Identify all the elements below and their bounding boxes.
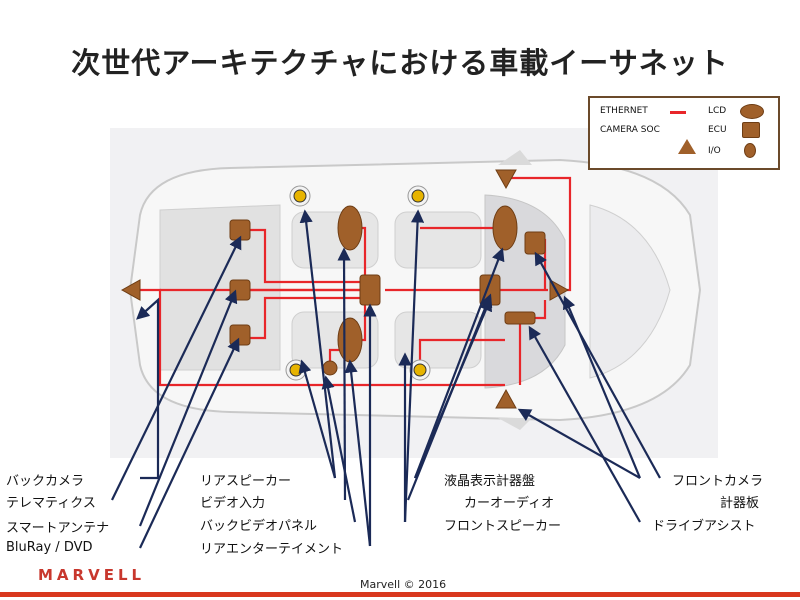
front-lcd xyxy=(492,205,518,251)
legend-ethernet-label: ETHERNET xyxy=(600,106,648,116)
label-lcd-instrument: 液晶表示計器盤 xyxy=(444,474,536,489)
footer-accent-bar xyxy=(0,592,800,597)
rear-ecu-3 xyxy=(229,324,251,346)
label-smart-antenna: スマートアンテナ xyxy=(6,521,110,536)
label-drive-assist: ドライブアシスト xyxy=(652,519,756,534)
label-bluray-dvd: BluRay / DVD xyxy=(6,540,93,555)
label-telematics: テレマティクス xyxy=(6,496,96,511)
front-right-speaker xyxy=(409,359,431,381)
rear-left-speaker xyxy=(289,185,311,207)
label-rear-entertainment: リアエンターテイメント xyxy=(200,542,344,557)
label-video-input: ビデオ入力 xyxy=(200,496,266,511)
rear-ecu-1 xyxy=(229,219,251,241)
legend-camera-label: CAMERA SOC xyxy=(600,125,660,135)
rear-lcd-right xyxy=(337,317,363,363)
ecu-icon xyxy=(742,122,760,138)
label-back-video-panel: バックビデオパネル xyxy=(200,519,318,534)
central-ecu xyxy=(359,274,381,306)
legend-io-label: I/O xyxy=(708,146,721,156)
legend-lcd-label: LCD xyxy=(708,106,727,116)
page-title: 次世代アーキテクチャにおける車載イーサネット xyxy=(71,46,729,80)
label-front-camera: フロントカメラ xyxy=(672,474,764,489)
label-instrument-panel: 計器板 xyxy=(720,496,760,511)
label-back-camera: バックカメラ xyxy=(6,474,85,489)
front-left-speaker xyxy=(407,185,429,207)
label-car-audio: カーオーディオ xyxy=(464,496,555,511)
marvell-logo: MARVELL xyxy=(38,566,146,584)
io-icon xyxy=(744,143,756,158)
callout-arrows xyxy=(111,209,661,549)
camera-triangle-icon xyxy=(678,139,696,154)
legend-ecu-label: ECU xyxy=(708,125,727,135)
dash-ecu xyxy=(524,231,546,255)
legend-ethernet-swatch xyxy=(670,111,686,114)
rear-lcd-left xyxy=(337,205,363,251)
label-front-speaker: フロントスピーカー xyxy=(444,519,562,534)
io-rear xyxy=(322,360,338,376)
legend: ETHERNET LCD CAMERA SOC ECU I/O xyxy=(588,96,780,170)
antenna-top xyxy=(495,169,517,190)
antenna-bottom xyxy=(495,388,517,409)
lcd-icon xyxy=(740,104,764,119)
label-rear-speaker: リアスピーカー xyxy=(200,474,292,489)
drive-assist-ecu xyxy=(504,311,536,325)
back-camera xyxy=(120,279,141,301)
footer-copyright: Marvell © 2016 xyxy=(360,578,447,591)
